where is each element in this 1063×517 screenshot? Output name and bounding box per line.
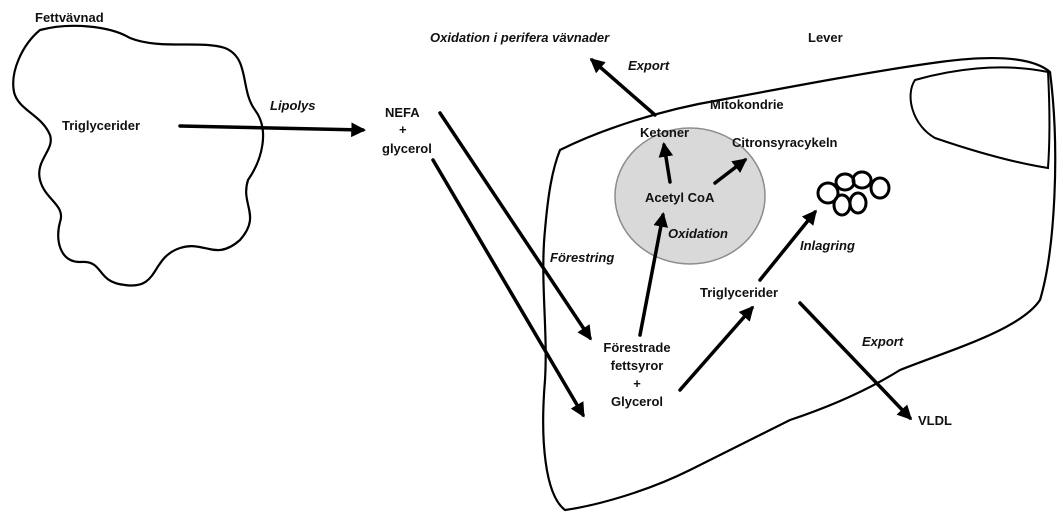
arrow-nefa-to-esterified xyxy=(438,111,592,341)
esterification-label: Förestring xyxy=(550,250,615,265)
arrow-esterified-to-acetylcoa xyxy=(638,212,669,337)
plus-sign-2: + xyxy=(633,376,641,391)
arrow-ketones-export xyxy=(589,58,657,117)
arrow-lipolysis xyxy=(178,122,366,138)
adipose-triglycerides-label: Triglycerider xyxy=(62,118,141,133)
export-ketones-label: Export xyxy=(628,58,670,73)
export-vldl-label: Export xyxy=(862,334,904,349)
adipose-tissue-outline xyxy=(12,24,265,287)
liver-outline xyxy=(542,56,1057,512)
citric-acid-cycle-label: Citronsyracykeln xyxy=(732,135,838,150)
oxidation-label: Oxidation xyxy=(668,226,728,241)
esterified-line-2: fettsyror xyxy=(610,358,664,373)
glycerol-liver-label: Glycerol xyxy=(610,394,664,409)
arrow-acetylcoa-to-cycle xyxy=(713,158,748,185)
arrow-acetylcoa-to-ketones xyxy=(658,142,674,184)
glycerol-adipose-label: glycerol xyxy=(382,141,432,156)
nefa-label: NEFA xyxy=(385,105,420,120)
mitochondrion-label: Mitokondrie xyxy=(710,97,784,112)
peripheral-oxidation-label: Oxidation i perifera vävnader xyxy=(430,30,610,45)
liver-triglycerides-label: Triglycerider xyxy=(700,285,779,300)
esterified-line-1: Förestrade xyxy=(603,340,671,355)
vldl-label: VLDL xyxy=(918,413,952,428)
acetyl-coa-label: Acetyl CoA xyxy=(645,190,715,205)
arrow-glycerol-to-triglycerides xyxy=(678,305,754,392)
adipose-tissue-label: Fettvävnad xyxy=(35,10,104,25)
ketones-label: Ketoner xyxy=(640,125,690,140)
mitochondrion xyxy=(614,127,766,265)
plus-sign-1: + xyxy=(399,122,407,137)
esterified-fatty-acids-label: Förestrade fettsyror + Glycerol xyxy=(592,340,682,410)
liver-lobe-outline xyxy=(909,66,1051,170)
arrow-triglycerides-storage xyxy=(758,209,817,282)
lipid-droplets-icon xyxy=(816,170,891,217)
liver-label: Lever xyxy=(808,30,843,45)
arrow-triglycerides-export xyxy=(798,301,913,421)
arrow-glycerol-to-glycerol xyxy=(431,158,585,418)
lipolysis-label: Lipolys xyxy=(270,98,316,113)
storage-label: Inlagring xyxy=(800,238,855,253)
